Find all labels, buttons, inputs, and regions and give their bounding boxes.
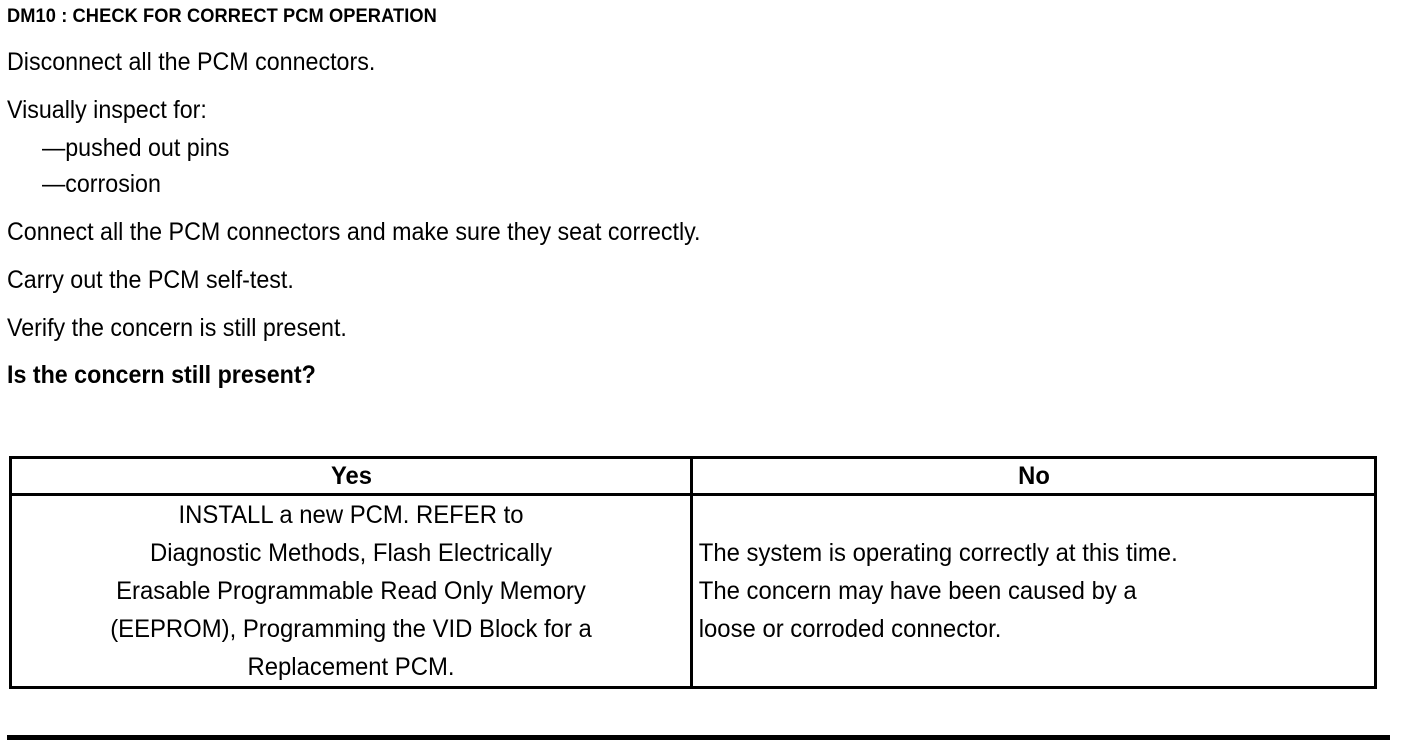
yes-action-line: INSTALL a new PCM. REFER to <box>178 501 524 529</box>
table-header-row: Yes No <box>11 456 1376 496</box>
step-visually-inspect: Visually inspect for: <box>7 96 207 124</box>
step-connect-connectors: Connect all the PCM connectors and make … <box>7 218 701 246</box>
decision-table: Yes No INSTALL a new PCM. REFER to Diagn… <box>9 456 1377 689</box>
yes-action-line: (EEPROM), Programming the VID Block for … <box>110 615 592 643</box>
inspect-item-pushed-out-pins: —pushed out pins <box>42 134 230 162</box>
yes-action-line: Diagnostic Methods, Flash Electrically <box>149 539 553 567</box>
page-title: DM10 : CHECK FOR CORRECT PCM OPERATION <box>7 6 437 27</box>
yes-action-line: Erasable Programmable Read Only Memory <box>116 577 586 605</box>
section-divider-rule <box>7 735 1390 740</box>
table-cell-yes-action: INSTALL a new PCM. REFER to Diagnostic M… <box>9 493 693 689</box>
step-carry-out-self-test: Carry out the PCM self-test. <box>7 266 294 294</box>
table-cell-no-action: The system is operating correctly at thi… <box>690 493 1377 689</box>
no-action-line: The system is operating correctly at thi… <box>698 539 1178 567</box>
table-row: INSTALL a new PCM. REFER to Diagnostic M… <box>9 493 1377 689</box>
inspect-item-corrosion: —corrosion <box>42 170 161 198</box>
yes-action-text: INSTALL a new PCM. REFER to Diagnostic M… <box>27 496 674 686</box>
step-verify-concern: Verify the concern is still present. <box>7 314 347 342</box>
no-action-line: The concern may have been caused by a <box>698 577 1137 605</box>
step-disconnect-connectors: Disconnect all the PCM connectors. <box>7 48 376 76</box>
table-header-no: No <box>707 456 1360 496</box>
yes-action-line: Replacement PCM. <box>247 653 455 681</box>
decision-question: Is the concern still present? <box>7 361 316 389</box>
no-action-text: The system is operating correctly at thi… <box>693 534 1343 648</box>
table-header-yes: Yes <box>26 456 676 496</box>
no-action-line: loose or corroded connector. <box>698 615 1002 643</box>
